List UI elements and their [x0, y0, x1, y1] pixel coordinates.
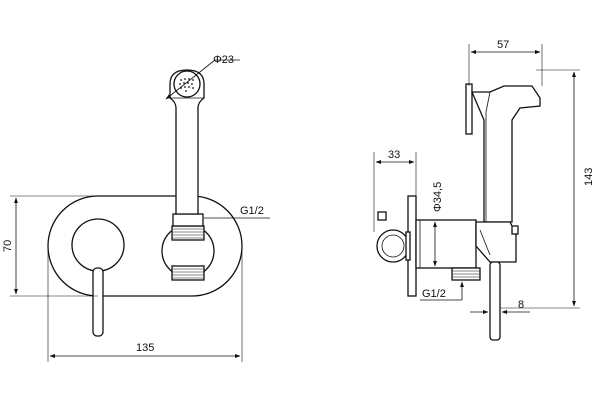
dim-front-height: 70 — [2, 240, 14, 252]
thread-label-side: G1/2 — [422, 288, 446, 300]
thread-label-front: G1/2 — [240, 205, 264, 217]
thread-bottom — [171, 265, 205, 281]
hose-nut — [172, 213, 204, 227]
side-hose-pipe — [489, 261, 501, 341]
thread-top — [171, 225, 205, 241]
side-mixer-body — [415, 219, 477, 269]
mixer-knob — [71, 218, 125, 272]
dim-pipe: 8 — [518, 299, 524, 311]
side-view: Φ34,5 57 143 33 — [373, 39, 595, 341]
side-hand-shower — [471, 85, 541, 223]
spray-head — [173, 70, 201, 98]
side-thread — [451, 267, 481, 281]
dim-side-depth: 33 — [388, 149, 400, 161]
dim-side-height: 143 — [583, 168, 595, 186]
mixer-lever — [92, 267, 104, 337]
spray-holes — [179, 78, 194, 92]
dim-head-diameter: Φ23 — [213, 54, 234, 66]
dim-front-width: 135 — [136, 342, 154, 354]
hand-shower-body — [169, 69, 205, 215]
dim-side-width: 57 — [497, 39, 509, 51]
dim-side-diameter: Φ34,5 — [432, 182, 444, 212]
front-view: Φ23 G1/2 70 135 — [2, 54, 270, 362]
